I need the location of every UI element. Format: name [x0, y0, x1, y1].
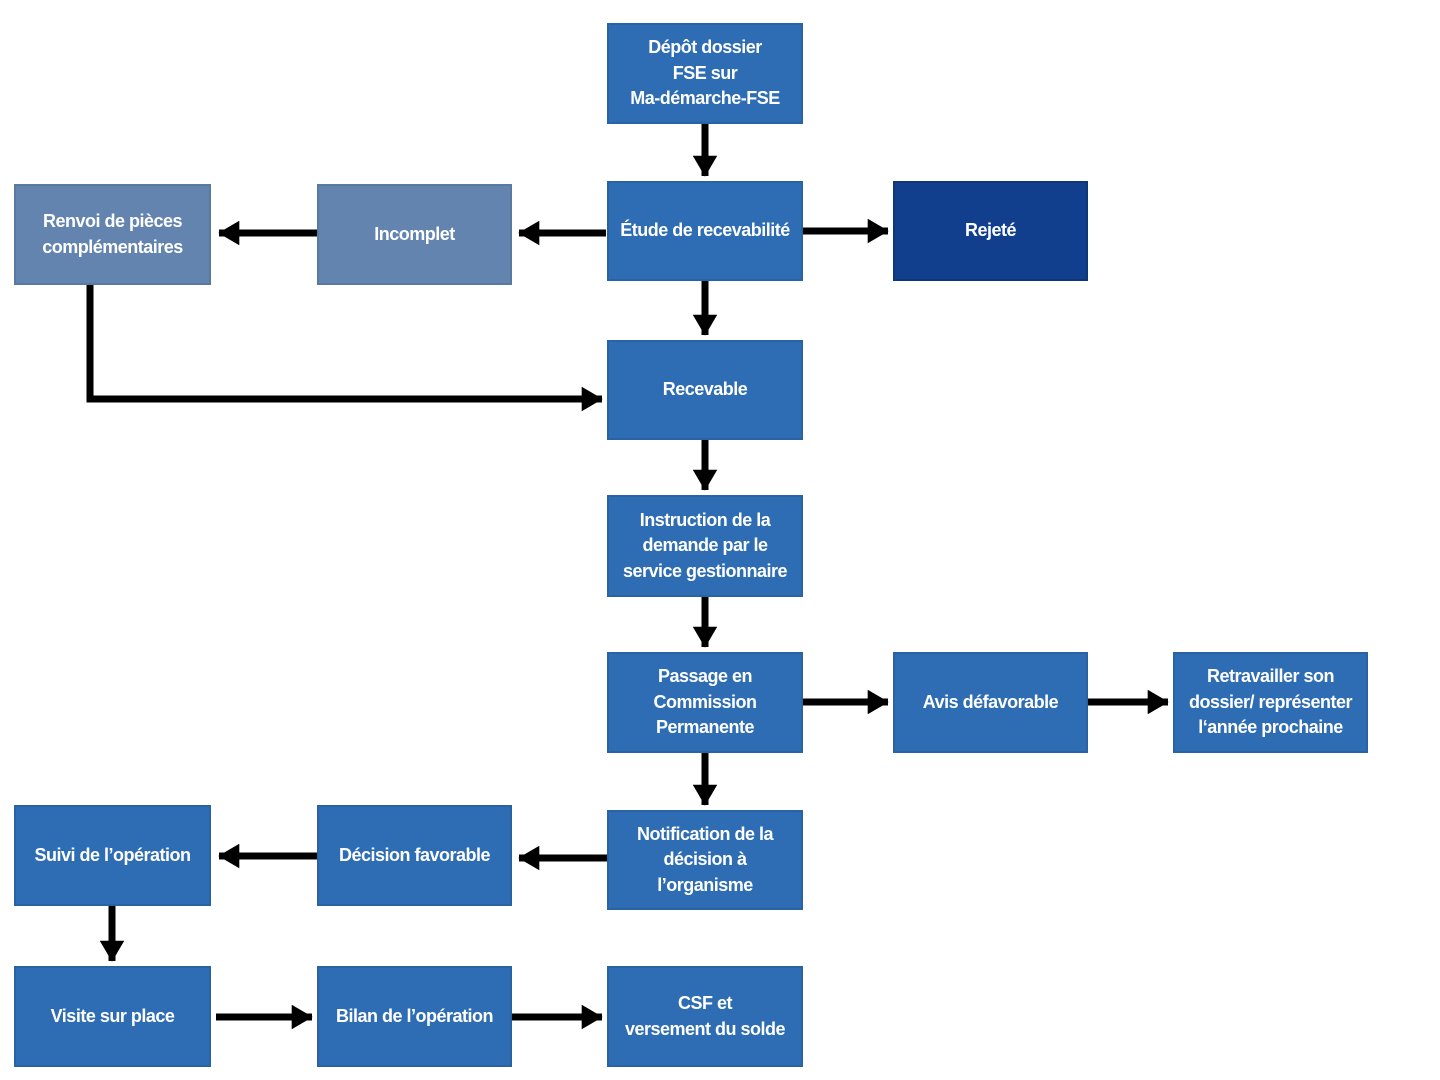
node-rejete: Rejeté	[893, 181, 1088, 281]
node-notification-decision: Notification de la décision à l’organism…	[607, 810, 803, 910]
node-decision-favorable: Décision favorable	[317, 805, 512, 906]
node-depot-dossier: Dépôt dossier FSE sur Ma-démarche-FSE	[607, 23, 803, 124]
node-suivi-operation: Suivi de l’opération	[14, 805, 211, 906]
node-instruction-demande: Instruction de la demande par le service…	[607, 495, 803, 597]
arrow-renvoi-to-recevable	[86, 285, 603, 412]
node-csf-versement: CSF et versement du solde	[607, 966, 803, 1067]
node-avis-defavorable: Avis défavorable	[893, 652, 1088, 753]
node-visite-sur-place: Visite sur place	[14, 966, 211, 1067]
node-passage-commission: Passage en Commission Permanente	[607, 652, 803, 753]
node-renvoi-pieces: Renvoi de pièces complémentaires	[14, 184, 211, 285]
node-bilan-operation: Bilan de l’opération	[317, 966, 512, 1067]
node-recevable: Recevable	[607, 340, 803, 440]
node-incomplet: Incomplet	[317, 184, 512, 285]
node-retravailler-dossier: Retravailler son dossier/ représenter l‘…	[1173, 652, 1368, 753]
node-etude-recevabilite: Étude de recevabilité	[607, 181, 803, 281]
